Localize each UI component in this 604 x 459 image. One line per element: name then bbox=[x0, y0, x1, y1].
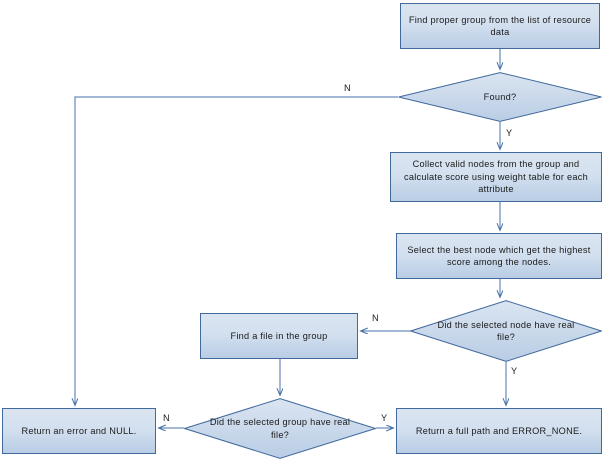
edge-label-group-file-yes: Y bbox=[381, 413, 388, 423]
node-label: Did the selected node have real file? bbox=[437, 319, 575, 343]
diamond-shape bbox=[410, 300, 602, 362]
node-label: Return an error and NULL. bbox=[21, 425, 137, 436]
node-node-have-real-file-decision[interactable]: Did the selected node have real file? bbox=[410, 300, 602, 362]
node-return-full-path[interactable]: Return a full path and ERROR_NONE. bbox=[396, 408, 602, 454]
edge-label-found-yes: Y bbox=[506, 128, 513, 138]
edge-label-group-file-no: N bbox=[163, 413, 170, 423]
node-label: Found? bbox=[483, 91, 517, 102]
diamond-shape bbox=[398, 72, 602, 122]
diamond-shape bbox=[184, 398, 376, 459]
node-find-a-file-in-group[interactable]: Find a file in the group bbox=[200, 313, 358, 359]
node-label: Collect valid nodes from the group and c… bbox=[404, 159, 588, 195]
edge-label-node-file-no: N bbox=[372, 313, 379, 323]
node-collect-valid-nodes[interactable]: Collect valid nodes from the group and c… bbox=[390, 152, 602, 202]
node-found-decision[interactable]: Found? bbox=[398, 72, 602, 122]
node-group-have-real-file-decision[interactable]: Did the selected group have real file? bbox=[184, 398, 376, 459]
edge-label-node-file-yes: Y bbox=[511, 366, 518, 376]
node-label: Find proper group from the list of resou… bbox=[408, 14, 592, 38]
node-label: Did the selected group have real file? bbox=[209, 417, 351, 440]
node-label: Find a file in the group bbox=[230, 330, 328, 341]
node-select-best-node[interactable]: Select the best node which get the highe… bbox=[396, 233, 602, 279]
node-find-proper-group[interactable]: Find proper group from the list of resou… bbox=[400, 3, 600, 49]
node-label: Select the best node which get the highe… bbox=[407, 244, 591, 268]
node-return-error-null[interactable]: Return an error and NULL. bbox=[2, 408, 156, 454]
edge-label-found-no: N bbox=[344, 83, 351, 93]
node-label: Return a full path and ERROR_NONE. bbox=[415, 425, 583, 436]
